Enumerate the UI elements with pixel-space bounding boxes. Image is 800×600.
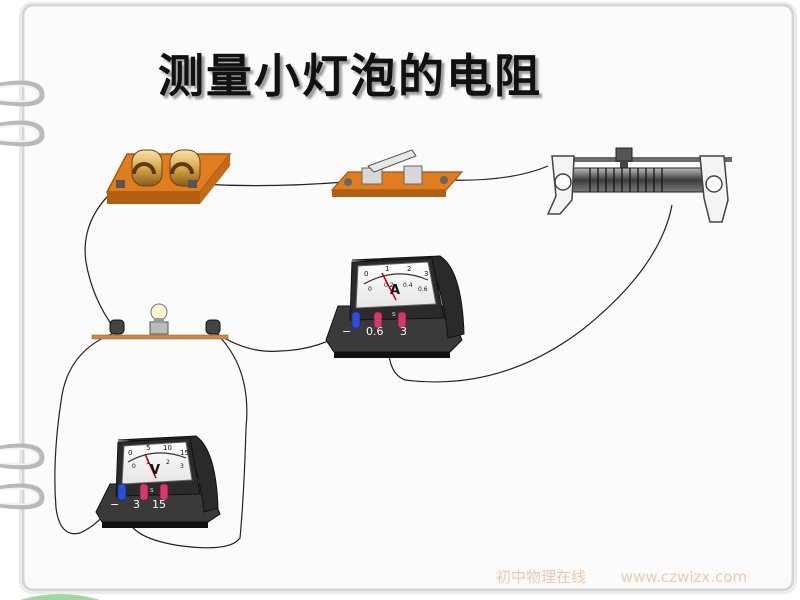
wire-power-to-lamp — [84, 187, 117, 329]
voltmeter-scale-top-2: 10 — [163, 444, 172, 452]
lamp-holder — [91, 303, 229, 340]
binder-ring-icon — [0, 443, 45, 470]
binder-ring-icon — [0, 80, 45, 107]
ammeter-terminal-3 — [397, 311, 407, 329]
voltmeter-scale-bottom-3: 3 — [180, 463, 184, 470]
ammeter-symbol: A — [390, 283, 400, 298]
voltmeter-label-3: 3 — [133, 498, 140, 511]
wire-switch-to-rheostat — [445, 165, 549, 181]
power-supply — [105, 149, 232, 204]
voltmeter-scale-bottom-2: 2 — [166, 459, 170, 466]
binder-ring-icon — [0, 483, 45, 510]
voltmeter-terminal-15 — [159, 483, 169, 501]
ammeter-scale-top-0: 0 — [364, 270, 368, 278]
knife-switch — [330, 149, 464, 197]
wire-lamp-to-voltmeter-neg — [54, 332, 115, 535]
voltmeter-terminal-neg — [117, 483, 127, 501]
ammeter-label-neg: − — [342, 325, 351, 338]
wire-lamp-to-voltmeter-15 — [129, 332, 248, 549]
page-title: 测量小灯泡的电阻 — [158, 49, 542, 103]
voltmeter-scale-top-3: 15 — [180, 449, 189, 457]
ammeter-terminal-neg — [351, 311, 361, 329]
voltmeter-scale-top-1: 5 — [146, 444, 150, 452]
ammeter-scale-bottom-1: 0.2 — [384, 282, 394, 289]
ammeter: 0 1 2 3 0 0.2 0.4 0.6 A s − 0.6 3 — [325, 255, 465, 358]
ammeter-terminal-0.6 — [373, 311, 383, 329]
wire-rheostat-to-ammeter — [388, 204, 673, 383]
voltmeter-scale-top-0: 0 — [128, 449, 132, 457]
voltmeter-label-15: 15 — [152, 498, 166, 511]
voltmeter: 0 5 10 15 0 1 2 3 V s − 3 15 — [95, 435, 221, 528]
footer-url: www.czwlzx.com — [620, 568, 748, 586]
footer-watermark: 初中物理在线 www.czwlzx.com — [496, 566, 747, 587]
voltmeter-symbol: V — [150, 463, 160, 478]
ammeter-scale-top-2: 2 — [407, 265, 411, 273]
ammeter-label-3: 3 — [400, 325, 407, 338]
voltmeter-terminal-3 — [139, 483, 149, 501]
ammeter-label-0.6: 0.6 — [366, 325, 384, 338]
ammeter-unit-mark: s — [392, 310, 396, 318]
voltmeter-scale-bottom-0: 0 — [132, 463, 136, 470]
ammeter-scale-bottom-3: 0.6 — [418, 286, 428, 293]
ammeter-scale-top-3: 3 — [424, 270, 428, 278]
binder-rings — [0, 80, 45, 510]
ammeter-scale-top-1: 1 — [385, 265, 389, 273]
light-bulb-icon — [150, 303, 168, 321]
rheostat — [546, 147, 732, 223]
footer-site-name: 初中物理在线 — [496, 568, 587, 586]
corner-decoration — [20, 594, 100, 600]
voltmeter-scale-bottom-1: 1 — [146, 459, 150, 466]
ammeter-scale-bottom-0: 0 — [368, 286, 372, 293]
binder-ring-icon — [0, 120, 45, 147]
ammeter-scale-bottom-2: 0.4 — [403, 282, 413, 289]
voltmeter-unit-mark: s — [150, 486, 154, 494]
voltmeter-label-neg: − — [110, 498, 119, 511]
